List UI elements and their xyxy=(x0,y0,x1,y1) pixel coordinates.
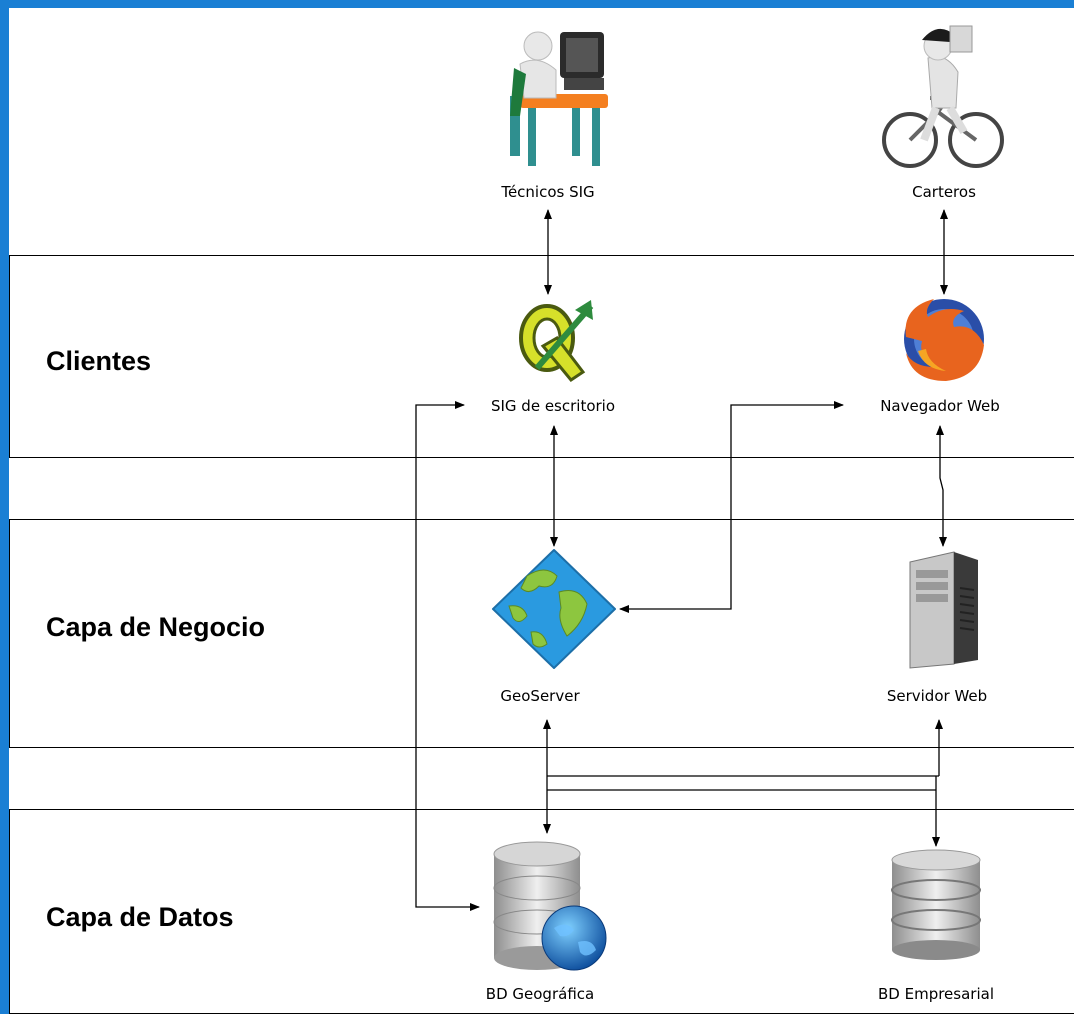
server-tower-icon xyxy=(909,551,978,669)
node-label-geoserver: GeoServer xyxy=(500,687,580,705)
link-geoserver-browser xyxy=(619,401,844,613)
node-label-web-browser: Navegador Web xyxy=(880,397,1000,415)
node-label-carriers: Carteros xyxy=(912,183,976,201)
geographic-database-icon xyxy=(493,841,607,971)
firefox-logo-icon xyxy=(904,299,984,381)
database-icon xyxy=(891,849,981,960)
link-browser-webserver xyxy=(936,425,947,547)
link-geodb-desktopgis xyxy=(415,401,480,911)
node-label-technicians: Técnicos SIG xyxy=(501,183,595,201)
node-label-geo-db: BD Geográfica xyxy=(485,985,595,1003)
layer-title-clients: Clientes xyxy=(46,346,152,376)
geoserver-globe-icon xyxy=(492,549,616,669)
node-label-desktop-gis: SIG de escritorio xyxy=(490,397,616,415)
layer-title-business: Capa de Negocio xyxy=(46,612,266,642)
node-label-enterprise-db: BD Empresarial xyxy=(878,985,994,1003)
layer-title-data: Capa de Datos xyxy=(46,902,234,932)
person-at-computer-icon xyxy=(510,31,608,166)
person-on-bicycle-icon xyxy=(882,25,1004,168)
qgis-logo-icon xyxy=(519,300,594,383)
node-label-web-server: Servidor Web xyxy=(886,687,988,705)
